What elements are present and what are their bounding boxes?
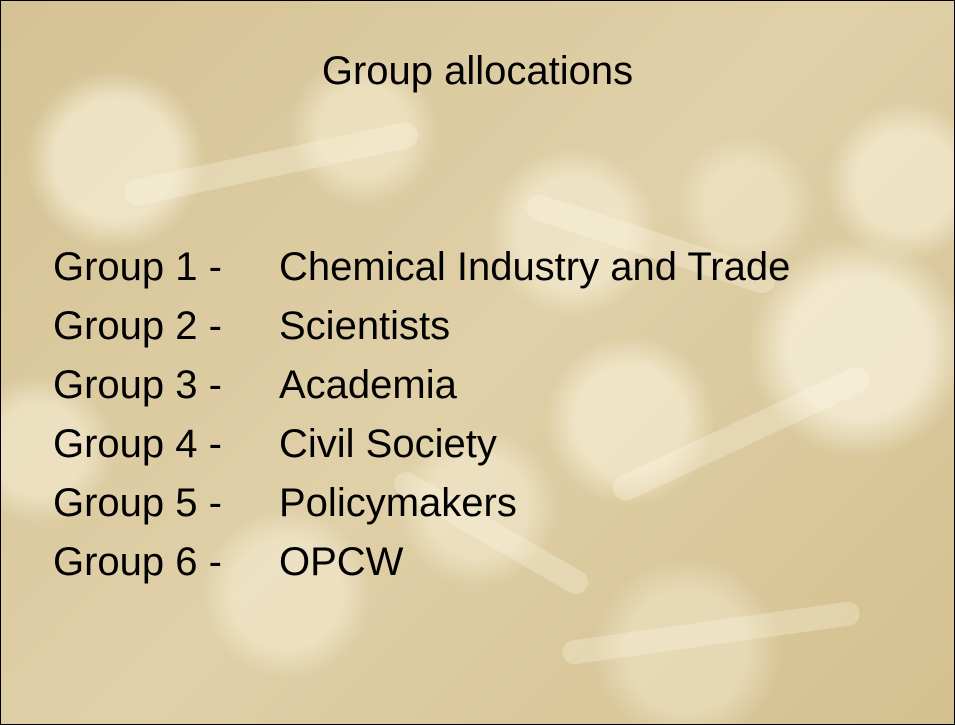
list-item: Group 1 - Chemical Industry and Trade [53, 245, 790, 304]
group-number: Group 5 - [53, 481, 222, 525]
list-item: Group 4 - Civil Society [53, 422, 790, 481]
list-item: Group 5 - Policymakers [53, 481, 790, 540]
group-name: Chemical Industry and Trade [279, 245, 791, 289]
list-item: Group 6 - OPCW [53, 540, 790, 599]
group-name: Academia [279, 363, 457, 407]
background-molecule-bond [560, 600, 862, 666]
group-name: Policymakers [279, 481, 517, 525]
slide-title: Group allocations [321, 49, 634, 93]
group-list: Group 1 - Chemical Industry and Trade Gr… [53, 245, 790, 599]
group-name: Scientists [279, 304, 451, 348]
group-name: OPCW [279, 540, 404, 584]
group-number: Group 1 - [53, 245, 222, 289]
list-item: Group 2 - Scientists [53, 304, 790, 363]
background-molecule-bond [121, 120, 421, 208]
group-number: Group 4 - [53, 422, 222, 466]
group-number: Group 2 - [53, 304, 222, 348]
group-name: Civil Society [279, 422, 497, 466]
group-number: Group 3 - [53, 363, 222, 407]
list-item: Group 3 - Academia [53, 363, 790, 422]
group-number: Group 6 - [53, 540, 222, 584]
